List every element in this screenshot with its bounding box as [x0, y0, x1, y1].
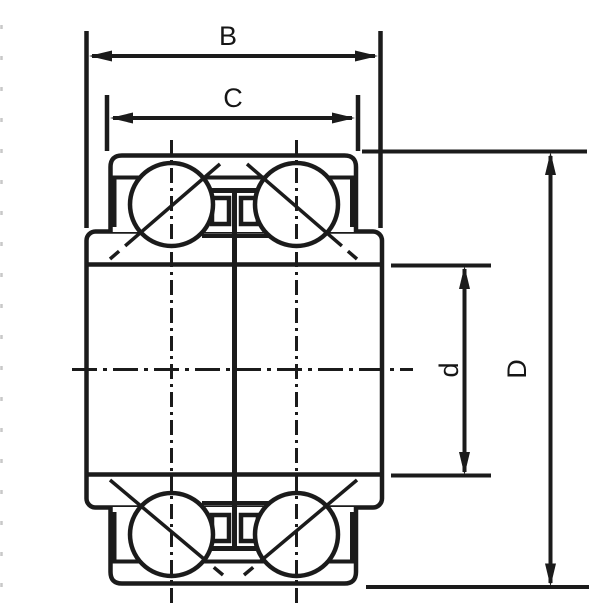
contact-line-bottom-left — [108, 478, 225, 577]
b-label: B — [219, 21, 237, 51]
d-outer-label: D — [502, 359, 532, 379]
contact-line-top-left — [108, 162, 222, 261]
dimension-B — [84, 31, 383, 228]
centerlines — [72, 140, 413, 604]
dimension-D — [362, 149, 589, 589]
d-outer-arrow-down-icon — [545, 563, 556, 587]
d-outer-arrow-up-icon — [545, 152, 556, 175]
bearing-body — [72, 140, 413, 604]
contact-line-bottom-right — [242, 478, 359, 577]
contact-line-top-right — [245, 162, 359, 261]
b-arrow-left-icon — [89, 50, 112, 62]
d-bore-arrow-up-icon — [459, 266, 470, 289]
c-arrow-right-icon — [332, 112, 355, 124]
dimension-d-bore — [391, 263, 491, 478]
b-arrow-right-icon — [355, 50, 378, 62]
dimension-C — [104, 95, 361, 151]
d-bore-arrow-down-icon — [459, 452, 470, 475]
d-bore-label: d — [434, 362, 464, 377]
c-label: C — [223, 83, 243, 113]
contact-angle-lines — [108, 162, 359, 577]
c-arrow-left-icon — [110, 112, 133, 124]
